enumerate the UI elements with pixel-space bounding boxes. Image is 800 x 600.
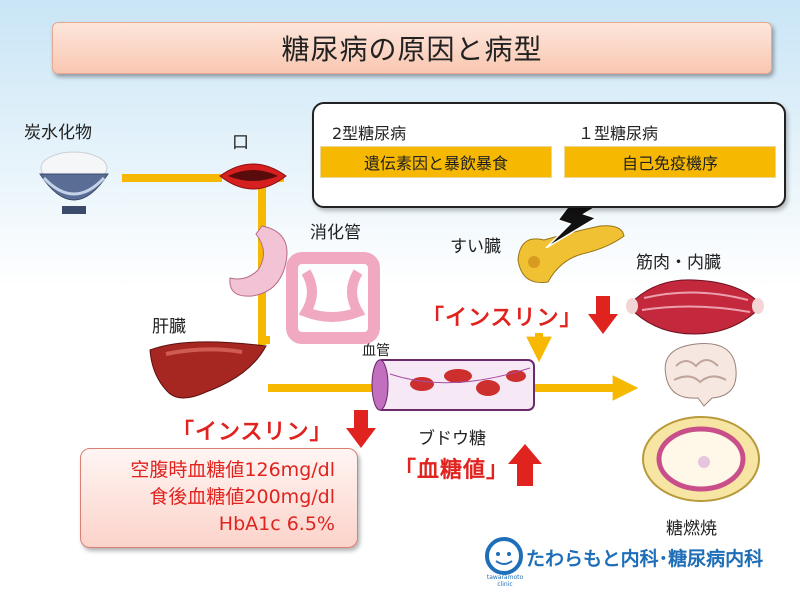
- muscle-icon: [626, 279, 764, 335]
- blood-vessel-icon: [371, 359, 535, 411]
- liver-icon: [149, 341, 267, 399]
- diabetes-type-box: 2型糖尿病 遺伝素因と暴飲暴食 １型糖尿病 自己免疫機序: [312, 102, 786, 208]
- label-carbs: 炭水化物: [24, 123, 92, 143]
- label-mouth: 口: [232, 133, 249, 153]
- clinic-logo-icon: [485, 537, 523, 575]
- label-vessel: 血管: [362, 343, 390, 359]
- brain-icon: [664, 343, 737, 407]
- rice-bowl-icon: [39, 151, 109, 214]
- label-digestive: 消化管: [310, 223, 361, 243]
- insulin-decrease-arrow-lower-icon: [346, 410, 376, 448]
- blood-sugar-increase-arrow-icon: [508, 444, 542, 486]
- label-muscle-organs: 筋肉・内臓: [636, 253, 721, 273]
- type2-heading: 2型糖尿病: [332, 124, 407, 143]
- insulin-decrease-arrow-icon: [588, 296, 618, 334]
- fasting-value: 空腹時血糖値126mg/dl: [130, 459, 335, 481]
- type1-heading: １型糖尿病: [578, 124, 659, 143]
- pancreas-icon: [517, 225, 625, 284]
- title-box: 糖尿病の原因と病型: [52, 22, 772, 74]
- page-title: 糖尿病の原因と病型: [281, 33, 543, 66]
- digestive-tract-icon: [229, 225, 380, 344]
- type1-cause-bar: 自己免疫機序: [564, 146, 776, 178]
- insulin-label-upper: 「インスリン」: [422, 306, 583, 331]
- mouth-icon: [219, 163, 287, 190]
- insulin-label-lower: 「インスリン」: [172, 420, 333, 445]
- blood-sugar-label: 「血糖値」: [394, 458, 510, 483]
- type2-cause-bar: 遺伝素因と暴飲暴食: [320, 146, 552, 178]
- fat-cell-icon: [642, 416, 760, 502]
- hba1c-value: HbA1c 6.5%: [218, 513, 335, 535]
- clinic-name: たわらもと内科･糖尿病内科: [526, 548, 764, 570]
- label-combustion: 糖燃焼: [666, 519, 717, 539]
- clinic-logo-sub: tawaramoto clinic: [486, 574, 524, 588]
- label-glucose: ブドウ糖: [418, 429, 486, 449]
- diagnostic-values-box: 空腹時血糖値126mg/dl 食後血糖値200mg/dl HbA1c 6.5%: [80, 448, 358, 548]
- label-pancreas: すい臓: [450, 237, 501, 257]
- label-liver: 肝臓: [152, 317, 186, 337]
- postmeal-value: 食後血糖値200mg/dl: [149, 486, 335, 508]
